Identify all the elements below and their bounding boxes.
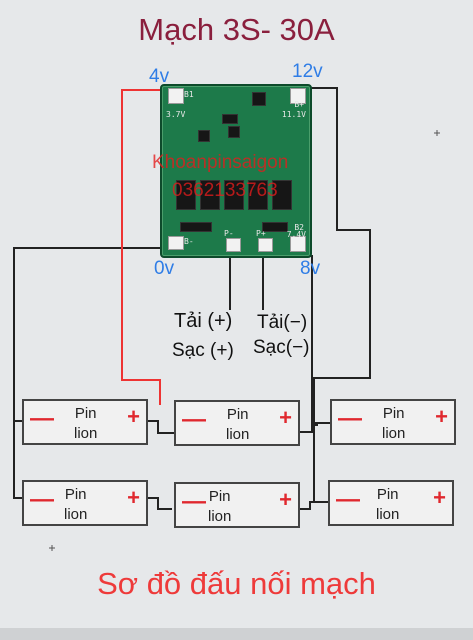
silk-3v7: 3.7V: [166, 110, 186, 119]
mosfet: [224, 180, 244, 210]
silk-pplus: P+: [256, 229, 266, 238]
mosfet: [248, 180, 268, 210]
positive-terminal: +: [127, 404, 140, 429]
silk-7v4: 7.4V: [286, 230, 306, 239]
positive-terminal: +: [279, 405, 292, 430]
positive-terminal: +: [435, 404, 448, 429]
pad-b2: [290, 236, 306, 252]
negative-terminal: —: [30, 486, 54, 513]
silk-bminus: B-: [184, 237, 194, 246]
pad-bminus: [168, 236, 184, 250]
wire-12v: [306, 87, 371, 503]
mosfet: [272, 180, 292, 210]
silk-b1: B1: [184, 90, 194, 99]
pin-label-4v: 4v: [149, 66, 170, 87]
positive-terminal: +: [433, 485, 446, 510]
load-minus-label: Tải(−): [257, 312, 308, 333]
mosfet: [200, 180, 220, 210]
pad-pminus: [226, 238, 241, 252]
ic-chip: [252, 92, 266, 106]
wire-link-b: [148, 497, 172, 510]
positive-terminal: +: [127, 485, 140, 510]
pad-b1: [168, 88, 184, 104]
resistor-row: [180, 222, 212, 232]
diagram-caption: Sơ đồ đấu nối mạch: [97, 566, 376, 601]
positive-terminal: +: [279, 487, 292, 512]
wire-0v: [13, 247, 172, 499]
negative-terminal: —: [182, 406, 206, 433]
negative-terminal: —: [336, 486, 360, 513]
silk-pminus: P-: [224, 229, 234, 238]
pad-bplus: [290, 88, 306, 104]
mosfet: [176, 180, 196, 210]
pin-label-0v: 0v: [154, 258, 175, 279]
ic-chip: [228, 126, 240, 138]
diagram-title: Mạch 3S- 30A: [138, 12, 335, 47]
silk-b2: B2: [294, 223, 304, 232]
negative-terminal: —: [338, 405, 362, 432]
wire-4v-positive: [121, 89, 172, 405]
negative-terminal: —: [182, 488, 206, 515]
charge-plus-label: Sạc (+): [172, 340, 234, 361]
wire-link-d: [300, 501, 330, 510]
charge-minus-label: Sạc(−): [253, 337, 310, 358]
pin-label-12v: 12v: [292, 61, 323, 82]
load-plus-label: Tải (+): [174, 310, 233, 332]
silk-11v1: 11.1V: [281, 110, 306, 119]
wire-link-c: [300, 422, 330, 433]
watermark-shop-name: Khoanpinsaigon: [152, 152, 289, 173]
ic-chip: [222, 114, 238, 124]
bms-board: B1 3.7V B+ 11.1V B2 7.4V B- P- P+: [160, 84, 312, 258]
wire-link-a: [148, 420, 174, 434]
pad-pplus: [258, 238, 273, 252]
ic-chip: [198, 130, 210, 142]
silk-bplus: B+: [294, 100, 304, 109]
watermark-phone: 0362133763: [172, 180, 278, 201]
resistor-row: [262, 222, 288, 232]
negative-terminal: —: [30, 405, 54, 432]
bottom-edge: [0, 628, 473, 640]
pin-label-8v: 8v: [300, 258, 321, 279]
